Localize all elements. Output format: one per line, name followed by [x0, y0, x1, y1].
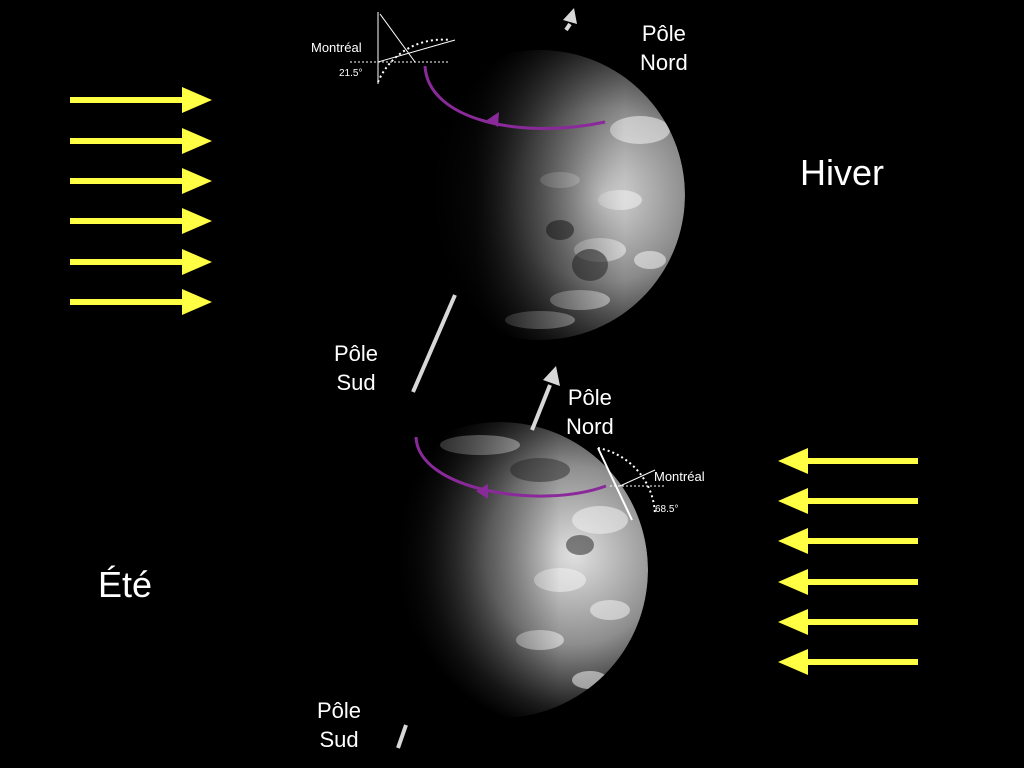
north-pole-label-summer: Pôle Nord	[566, 385, 614, 439]
angle-value-summer: 68.5°	[655, 504, 679, 515]
rotation-arrow-winter-icon	[487, 112, 499, 127]
sun-ray-arrow-icon	[778, 609, 918, 635]
angle-gauge-summer	[597, 447, 665, 521]
earth-winter	[395, 50, 685, 340]
rotation-path-winter	[423, 65, 606, 130]
sun-ray-arrow-icon	[70, 208, 212, 234]
earth-summer	[352, 422, 648, 718]
north-arrow-summer-icon	[543, 366, 560, 386]
earth-axis-summer	[396, 366, 560, 749]
sun-ray-arrow-icon	[778, 649, 918, 675]
sun-ray-arrow-icon	[70, 249, 212, 275]
city-label-winter: Montréal	[311, 40, 362, 55]
sun-ray-arrow-icon	[70, 87, 212, 113]
sun-ray-arrow-icon	[70, 128, 212, 154]
sun-ray-arrow-icon	[70, 168, 212, 194]
earth-axis-winter	[411, 8, 577, 393]
sun-ray-arrow-icon	[70, 289, 212, 315]
south-pole-label-summer: Pôle Sud	[317, 698, 362, 752]
north-pole-label-winter: Pôle Nord	[640, 21, 688, 75]
angle-gauge-winter	[350, 12, 456, 84]
sun-ray-arrow-icon	[778, 488, 918, 514]
city-label-summer: Montréal	[654, 469, 705, 484]
angle-value-winter: 21.5°	[339, 68, 363, 79]
sun-ray-arrow-icon	[778, 448, 918, 474]
sun-ray-arrow-icon	[778, 569, 918, 595]
north-arrow-winter-icon	[563, 8, 577, 24]
season-label-winter: Hiver	[800, 152, 885, 193]
rotation-arrow-summer-icon	[476, 484, 488, 499]
south-pole-label-winter: Pôle Sud	[334, 341, 379, 395]
rotation-path-summer	[414, 436, 607, 499]
sun-ray-arrow-icon	[778, 528, 918, 554]
sun-rays-right	[778, 448, 918, 675]
sun-rays-left	[70, 87, 212, 315]
season-label-summer: Été	[98, 564, 153, 605]
